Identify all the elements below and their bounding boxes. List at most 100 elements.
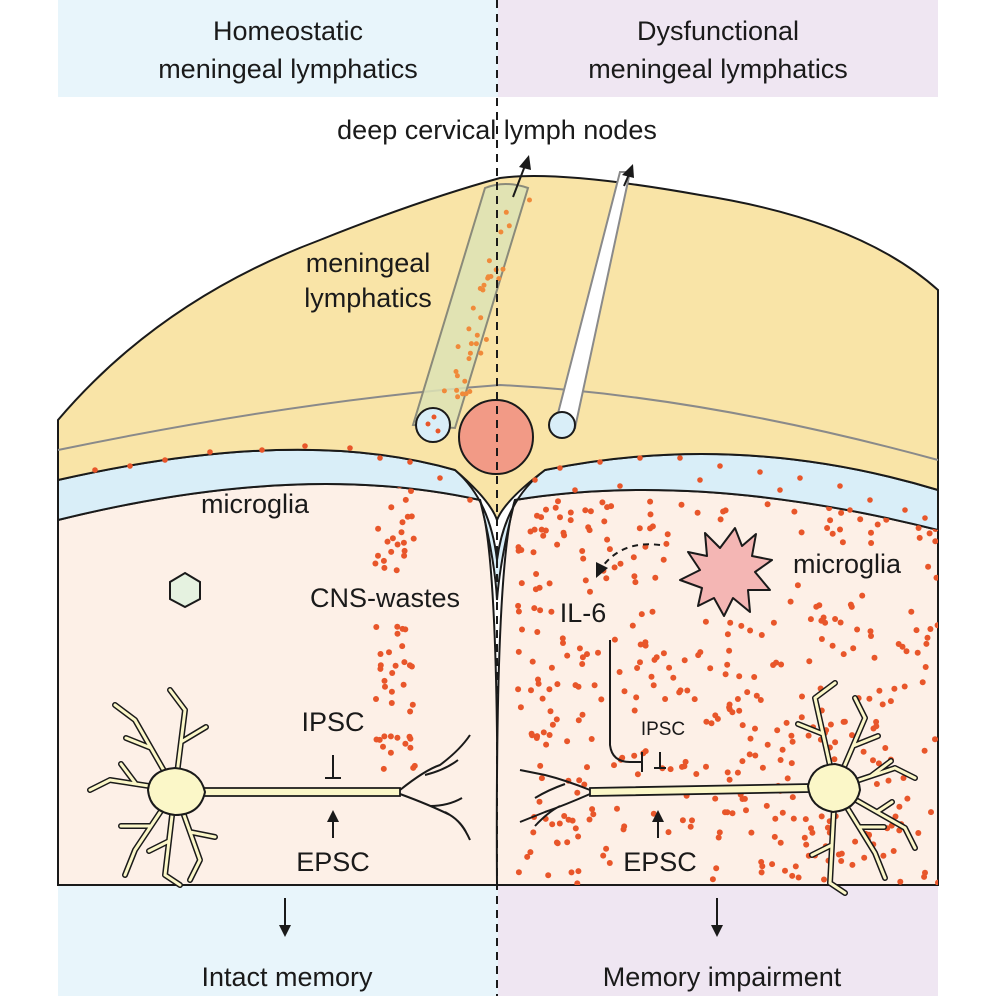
waste-dot [724, 769, 731, 776]
waste-dot [527, 849, 534, 856]
reactive-microglia [679, 527, 773, 617]
waste-dot [779, 746, 786, 753]
lymph-dot [477, 286, 483, 291]
waste-dot [398, 529, 405, 536]
waste-dot [535, 676, 541, 683]
csf-dot [837, 483, 843, 489]
waste-dot [394, 541, 401, 548]
waste-dot [382, 683, 388, 690]
csf-dot [597, 459, 603, 465]
waste-dot [564, 652, 571, 659]
waste-dot [908, 608, 915, 615]
csf-dot [847, 507, 853, 513]
waste-dot [691, 696, 698, 703]
waste-dot [789, 794, 796, 801]
waste-dot [818, 813, 825, 820]
waste-dot [716, 829, 723, 836]
waste-dot [684, 687, 691, 694]
waste-dot [771, 833, 778, 840]
dura-layer [57, 175, 939, 523]
waste-dot [831, 756, 838, 763]
right-epsc-label: EPSC [623, 847, 697, 877]
right-header-band [498, 0, 938, 97]
waste-dot [849, 732, 855, 739]
waste-dot [726, 647, 733, 654]
waste-dot [715, 834, 722, 841]
csf-dot [902, 507, 908, 513]
lymph-dot [478, 350, 484, 356]
waste-dot [734, 696, 741, 702]
csf-dot [572, 487, 578, 493]
waste-dot [529, 732, 536, 739]
waste-dot [543, 506, 549, 513]
csf-dot [467, 497, 473, 503]
waste-dot [537, 607, 544, 614]
lymph-dot [470, 305, 476, 311]
right-lymph-cross-section [548, 411, 576, 439]
waste-dot [769, 861, 776, 868]
waste-dot [899, 643, 906, 650]
waste-dot [555, 498, 561, 505]
waste-dot [736, 673, 743, 680]
waste-dot [720, 508, 727, 515]
waste-dot [515, 648, 522, 655]
meningeal-lymphatics-label-line2: lymphatics [304, 283, 432, 313]
waste-dot [915, 830, 922, 836]
waste-dot [561, 813, 568, 819]
waste-dot [787, 598, 794, 605]
waste-dot [587, 588, 593, 595]
waste-dot [553, 839, 560, 846]
il6-label: IL-6 [560, 598, 607, 628]
waste-dot [408, 488, 414, 494]
waste-dot [703, 718, 710, 725]
waste-dot [384, 538, 391, 545]
left-epsc-label: EPSC [296, 847, 370, 877]
waste-dot [575, 717, 582, 724]
waste-dot [726, 701, 733, 708]
waste-dot [519, 626, 525, 633]
waste-dot [579, 711, 586, 718]
waste-dot [738, 622, 745, 629]
lymph-dot [500, 266, 506, 272]
waste-dot [809, 829, 816, 836]
epsc-arrow-head-left [327, 810, 339, 822]
waste-dot [373, 696, 379, 702]
waste-dot [729, 709, 736, 716]
waste-dot [689, 817, 695, 824]
csf-waste-dots [92, 443, 928, 521]
waste-dot [567, 509, 574, 516]
waste-dot [579, 548, 586, 554]
waste-dot [876, 687, 883, 694]
waste-dot [411, 762, 418, 769]
waste-dot [515, 602, 522, 609]
waste-dot [637, 641, 644, 648]
waste-dot [794, 582, 801, 589]
waste-dot [789, 872, 796, 879]
waste-dot [564, 839, 571, 846]
waste-dot [808, 825, 814, 832]
waste-dot [827, 721, 834, 728]
waste-dot [807, 616, 814, 623]
waste-dot [606, 860, 613, 866]
waste-dot [860, 748, 867, 755]
waste-dot [866, 695, 873, 702]
waste-dot [664, 531, 671, 538]
waste-dot [401, 552, 408, 559]
waste-dot [788, 760, 795, 767]
waste-dot [850, 645, 857, 652]
waste-dot [852, 838, 859, 845]
meningeal-inner-line [57, 383, 939, 461]
drainage-arrow-head-left [519, 155, 531, 170]
waste-dot [805, 732, 812, 739]
waste-dot [611, 636, 618, 643]
lymph-dot [498, 229, 504, 235]
csf-dot [377, 455, 383, 461]
waste-dot [782, 867, 788, 874]
waste-dot [394, 630, 401, 637]
lymph-dot [468, 341, 474, 347]
waste-dot [932, 538, 938, 545]
waste-dot [388, 688, 395, 695]
waste-dot [868, 540, 875, 546]
waste-dot [582, 507, 589, 514]
waste-dot [795, 874, 802, 881]
